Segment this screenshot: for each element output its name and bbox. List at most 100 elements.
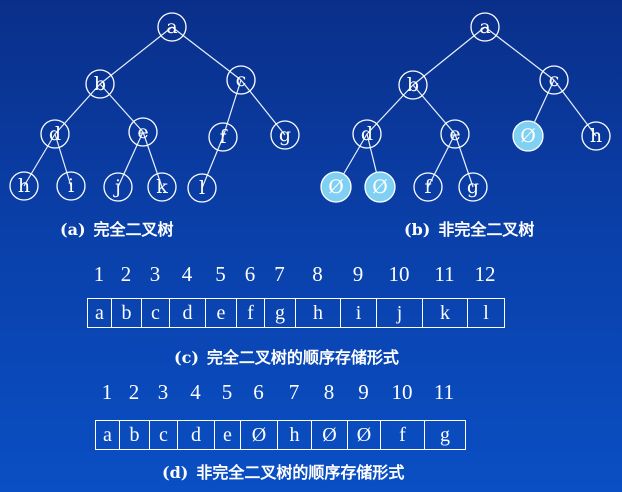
caption-c-tag: (c): [174, 348, 199, 367]
node-label: Ø: [372, 176, 388, 198]
tree-a-edge-f-l: [201, 136, 224, 189]
tree-a-edge-a-b: [99, 26, 173, 85]
array_d-cell-8: Ø: [312, 421, 348, 449]
node-label: j: [113, 176, 121, 198]
node-circle: [398, 70, 428, 100]
node-label: g: [467, 176, 479, 198]
array_c-index-8: 8: [312, 262, 323, 286]
node-label: e: [137, 121, 148, 143]
node-circle: [440, 119, 470, 149]
tree-b-edge-e-f: [427, 133, 456, 188]
tree-a-node-c: c: [226, 65, 256, 95]
tree-b-edge-a-b: [412, 26, 486, 86]
array_c-cell-2: b: [112, 299, 142, 327]
tree-b-edge-b-d: [366, 84, 414, 135]
array_d-cell-10: f: [381, 421, 425, 449]
tree-a-edge-b-e: [99, 83, 144, 133]
tree-a-node-j: j: [103, 172, 133, 202]
tree-b-node-c: c: [539, 65, 569, 95]
array_c-index-12: 12: [474, 262, 496, 286]
array_d-index-7: 7: [288, 380, 300, 404]
array_c-cell-12: l: [483, 302, 489, 324]
node-label: b: [407, 74, 419, 96]
tree-a-node-h: h: [9, 171, 39, 201]
array_c-cell-11: k: [423, 299, 468, 327]
array_d-cell-5: e: [215, 421, 241, 449]
caption-a-text: 完全二叉树: [93, 220, 174, 239]
array_c-cell-9: i: [341, 299, 377, 327]
array_c-cell-7: g: [265, 299, 296, 327]
array_c-cell-5: e: [206, 299, 237, 327]
node-circle: [147, 172, 177, 202]
array_d-cell-11: g: [440, 424, 450, 446]
tree-b-node-n3: Ø: [364, 171, 396, 203]
array_c-index-11: 11: [434, 262, 455, 286]
node-circle: [539, 65, 569, 95]
array_c-cell-6: f: [237, 299, 265, 327]
node-label: a: [479, 16, 490, 38]
tree-a-edge-a-c: [171, 26, 242, 81]
caption-a: (a)完全二叉树: [60, 216, 174, 240]
tree-b-node-g: g: [458, 172, 488, 202]
node-label: f: [219, 126, 228, 148]
node-label: c: [236, 69, 247, 91]
node-label: h: [590, 125, 602, 147]
node-circle: [187, 173, 217, 203]
tree-a-edge-c-g: [240, 79, 286, 136]
node-label: e: [449, 123, 460, 145]
tree-b-edge-b-e: [412, 84, 456, 135]
node-circle: [157, 12, 187, 42]
array_d-index-9: 9: [358, 380, 369, 404]
array_d-cell-3: c: [150, 421, 178, 449]
node-circle: [40, 119, 70, 149]
tree-a-node-e: e: [128, 117, 158, 147]
node-label: g: [279, 124, 291, 146]
tree-a-edge-c-f: [222, 79, 242, 138]
node-circle: [270, 120, 300, 150]
array_c-index-6: 6: [244, 262, 256, 286]
array_d-index-10: 10: [391, 380, 413, 404]
node-label: d: [361, 123, 373, 145]
array_d-index-5: 5: [221, 380, 233, 404]
tree-a-node-f: f: [208, 122, 238, 152]
caption-b: (b)非完全二叉树: [404, 216, 534, 240]
node-circle: [364, 171, 396, 203]
array_d-cell-2: b: [120, 421, 150, 449]
node-label: b: [94, 73, 106, 95]
array_d-index-11: 11: [433, 380, 455, 404]
caption-b-text: 非完全二叉树: [438, 220, 535, 239]
tree-a-edge-d-i: [54, 133, 72, 187]
array_c-index-4: 4: [181, 262, 193, 286]
tree-b-edge-e-g: [454, 133, 474, 188]
array_c-index-9: 9: [352, 262, 364, 286]
tree-a-node-k: k: [147, 172, 177, 202]
array_d-index-6: 6: [253, 380, 264, 404]
array_c-index-2: 2: [120, 262, 132, 286]
node-label: i: [68, 175, 74, 197]
tree-b-edge-a-c: [484, 26, 555, 81]
node-circle: [9, 171, 39, 201]
tree-b-node-d: d: [352, 119, 382, 149]
node-label: h: [18, 175, 30, 197]
node-label: a: [166, 16, 177, 38]
tree-b-node-f: f: [413, 172, 443, 202]
node-circle: [512, 120, 544, 152]
array_d-cell-6: Ø: [241, 421, 278, 449]
array_d-index-3: 3: [157, 380, 169, 404]
caption-d: (d)非完全二叉树的顺序存储形式: [162, 459, 404, 483]
node-circle: [208, 122, 238, 152]
array_c-index-10: 10: [388, 262, 410, 286]
node-label: Ø: [520, 125, 536, 147]
tree-a-node-a: a: [157, 12, 187, 42]
node-circle: [85, 69, 115, 99]
tree-a-node-g: g: [270, 120, 300, 150]
tree-a-node-l: l: [187, 173, 217, 203]
tree-b-node-e: e: [440, 119, 470, 149]
array_c-index-7: 7: [274, 262, 285, 286]
tree-b-edge-c-h: [553, 79, 597, 137]
array_d-cell-9: Ø: [348, 421, 381, 449]
array_c-cell-4: d: [170, 299, 206, 327]
